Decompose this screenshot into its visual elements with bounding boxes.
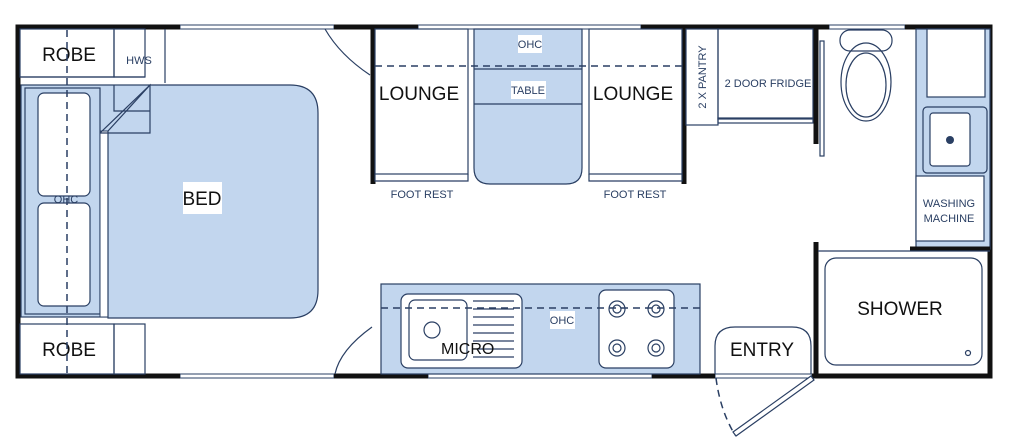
foot-rest-left-label: FOOT REST [391, 189, 454, 201]
dinette: OHC TABLE LOUNGE LOUNGE FOOT REST FOOT R… [370, 28, 687, 201]
lounge-left-label: LOUNGE [379, 84, 459, 105]
washing-label-2: MACHINE [924, 213, 975, 225]
pillow-icon [37, 202, 91, 307]
door-swing [324, 28, 371, 76]
entry-door[interactable]: ENTRY [714, 326, 815, 437]
lounge-right-label: LOUNGE [593, 84, 673, 105]
cooktop-icon [598, 289, 675, 369]
robe-bottom-label: ROBE [42, 340, 96, 361]
vanity: WASHING MACHINE [915, 28, 991, 250]
hws-label: HWS [126, 55, 152, 67]
burner-icons [608, 300, 665, 357]
door-swing [334, 326, 373, 375]
washing-label-1: WASHING [923, 198, 975, 210]
pantry-label: 2 X PANTRY [697, 45, 709, 109]
shower-label: SHOWER [857, 299, 943, 320]
toilet-icon [839, 29, 893, 122]
robe-top-label: ROBE [42, 45, 96, 66]
ohc-kitchen-label: OHC [550, 315, 575, 327]
foot-rest-right-label: FOOT REST [604, 189, 667, 201]
entry-label: ENTRY [730, 340, 794, 361]
pillow-icon [37, 92, 91, 197]
shower: SHOWER [813, 242, 990, 376]
ohc-table-label: OHC [518, 39, 543, 51]
robe-bottom: ROBE [19, 323, 146, 375]
kitchen: MICRO OHC [380, 283, 701, 375]
micro-label: MICRO [441, 341, 494, 358]
bed-area: OHC BED [20, 83, 319, 319]
table [473, 28, 583, 185]
bed-label: BED [182, 189, 221, 210]
ohc-bed-label: OHC [54, 194, 79, 206]
fridge-label: 2 DOOR FRIDGE [725, 78, 812, 90]
drain-icon [946, 136, 954, 144]
table-label: TABLE [511, 85, 545, 97]
robe-top: ROBE HWS [19, 28, 166, 83]
drainer-icon [473, 300, 514, 358]
pantry-fridge: 2 X PANTRY 2 DOOR FRIDGE [685, 28, 825, 157]
